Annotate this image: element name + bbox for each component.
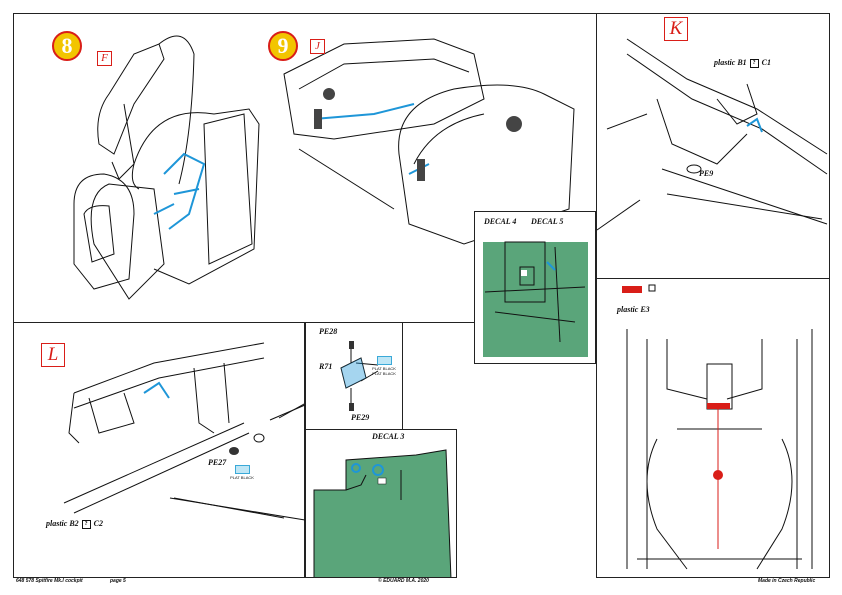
decal-3-view <box>313 449 452 577</box>
step-letter-K: K <box>664 17 688 41</box>
fuselage-drawing-K <box>606 38 828 225</box>
step-number-8: 8 <box>52 31 82 61</box>
part-PE28-label: PE28 <box>319 327 338 336</box>
plastic-part-B2: plastic B2 <box>46 519 79 528</box>
plastic-E3-label: plastic E3 <box>617 305 650 314</box>
paint-swatch-icon <box>376 356 392 365</box>
part-R71-label: R71 <box>319 362 333 371</box>
panel-decal-4-5: DECAL 4 DECAL 5 <box>474 211 596 364</box>
decal-5-label: DECAL 5 <box>531 217 564 226</box>
decal-3-label: DECAL 3 <box>372 432 405 441</box>
pe-parts-drawing <box>340 341 379 411</box>
paint-swatch-icon <box>234 465 250 474</box>
panel-pe-parts: PE28 R71 PE29 PLAT BLACK PLAT BLACK <box>305 322 403 430</box>
paint-swatch-L: PLAT BLACK <box>227 465 257 480</box>
plastic-label-K: plastic B1?C1 <box>714 58 771 68</box>
footer-center: © EDUARD M.A. 2020 <box>378 578 429 584</box>
plastic-part-B1: plastic B1 <box>714 58 747 67</box>
step-letter-L: L <box>41 343 65 367</box>
plastic-part-C2: C2 <box>93 519 104 528</box>
paint-label-pe-a: PLAT BLACK <box>372 366 396 371</box>
paint-label-L: PLAT BLACK <box>230 475 254 480</box>
panel-step-E3: plastic E3 <box>596 278 830 578</box>
paint-label-pe-b: PLAT BLACK <box>372 371 396 376</box>
decal-4-5-view <box>483 241 588 357</box>
plastic-part-C1: C1 <box>761 58 772 67</box>
step-letter-J: J <box>310 39 325 54</box>
step-letter-F: F <box>97 51 112 66</box>
question-box: ? <box>749 58 759 68</box>
paint-swatch-pe-b: PLAT BLACK <box>368 371 400 376</box>
question-box: ? <box>81 519 91 529</box>
part-PE27-label: PE27 <box>208 458 227 467</box>
step-number-9: 9 <box>268 31 298 61</box>
part-PE29-label: PE29 <box>351 413 370 422</box>
fuselage-rear-drawing-E3 <box>622 284 813 570</box>
cockpit-drawing-8-9 <box>73 35 575 300</box>
panel-steps-8-9: 8 F 9 J <box>13 13 597 323</box>
footer-right: Made in Czech Republic <box>758 578 816 584</box>
panel-decal-3: DECAL 3 <box>305 429 457 578</box>
panel-step-L: L PE27 PLAT BLACK plastic B2?C2 <box>13 322 305 578</box>
panel-step-K: K plastic B1?C1 PE9 <box>596 13 830 279</box>
paint-swatch-pe-a: PLAT BLACK <box>368 356 400 371</box>
decal-4-label: DECAL 4 <box>484 217 517 226</box>
plastic-label-L: plastic B2?C2 <box>46 519 103 529</box>
footer-left: 648 578 Spitfire Mk.I cockpit <box>16 578 83 584</box>
part-PE9-label: PE9 <box>699 169 714 178</box>
footer-page: page 5 <box>110 578 126 584</box>
